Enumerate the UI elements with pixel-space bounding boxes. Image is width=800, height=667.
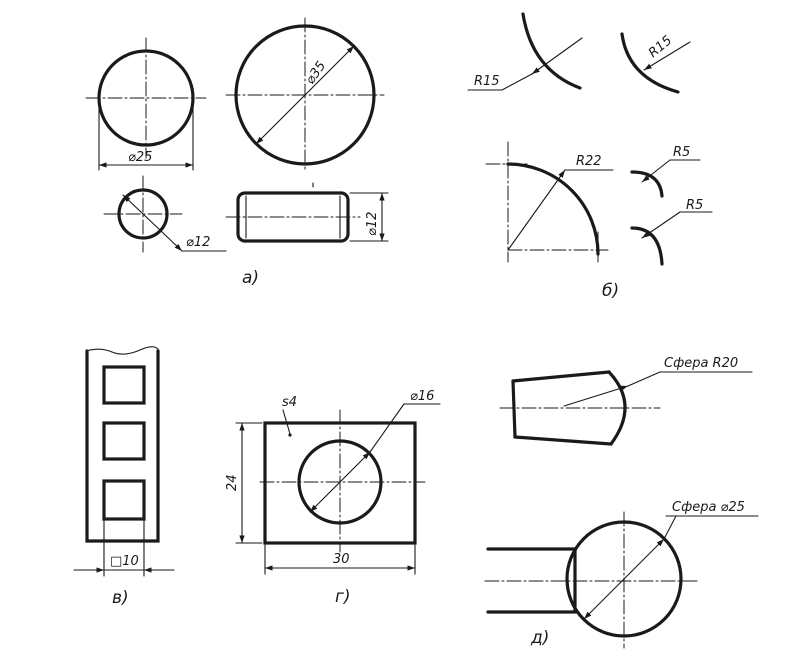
label-d12-cylinder: ⌀12 (365, 212, 380, 236)
label-sphere-r20: Сфера R20 (664, 356, 738, 371)
label-w30: 30 (333, 552, 350, 567)
label-sphere-d25: Сфера ⌀25 (672, 500, 745, 515)
circle-d25-figure: ⌀25 (85, 37, 207, 171)
cone-sphere-r20-figure: Сфера R20 (499, 356, 753, 446)
panel-v: □10 в) (73, 346, 175, 608)
rod-sphere-d25-figure: Сфера ⌀25 (484, 500, 759, 649)
arc-r15-right-figure: R15 (620, 32, 691, 94)
label-d35: ⌀35 (303, 59, 329, 88)
arc-r15-left-figure: R15 (467, 12, 583, 91)
label-d25: ⌀25 (128, 150, 152, 165)
circle-d12-figure: ⌀12 (103, 175, 227, 253)
label-r5-bottom: R5 (686, 198, 703, 213)
label-h24: 24 (225, 474, 240, 491)
circle-d35-figure: ⌀35 (225, 17, 385, 173)
label-d12-circle: ⌀12 (186, 235, 210, 250)
label-sq10: □10 (110, 554, 139, 569)
caption-a: а) (242, 268, 259, 288)
panel-b: R15 R15 R22 R5 (467, 12, 713, 301)
arc-r5-bottom-figure: R5 (630, 198, 713, 266)
caption-g: г) (335, 587, 351, 607)
caption-d: д) (530, 628, 549, 648)
label-r22: R22 (576, 154, 602, 169)
cylinder-d12-figure: ⌀12 (225, 182, 389, 243)
arc-r5-top-figure: R5 (630, 145, 701, 198)
panel-a: ⌀25 ⌀35 ⌀12 ⌀12 (85, 17, 389, 288)
arc-r22-figure: R22 (485, 141, 614, 263)
panel-d: Сфера R20 Сфера ⌀25 д) (484, 356, 759, 649)
label-s4: s4 (282, 395, 297, 410)
caption-v: в) (112, 588, 129, 608)
label-r15-right: R15 (646, 33, 675, 61)
caption-b: б) (602, 281, 619, 301)
label-r15-left: R15 (474, 74, 500, 89)
label-d16: ⌀16 (410, 389, 434, 404)
panel-g: ⌀16 s4 24 30 г) (225, 389, 441, 607)
label-r5-top: R5 (673, 145, 690, 160)
